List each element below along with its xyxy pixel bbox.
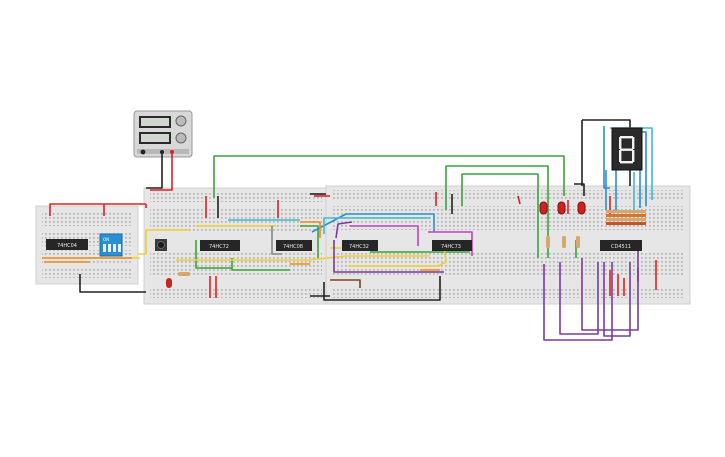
chip-74hc04[interactable]: 74HC04 xyxy=(46,239,88,250)
led-left[interactable] xyxy=(166,278,172,288)
resistor-led-1[interactable] xyxy=(546,236,550,248)
chip-label: 74HC04 xyxy=(57,243,77,249)
led-3[interactable] xyxy=(577,201,586,215)
chip-label: 74HC73 xyxy=(441,244,461,250)
dip-switch-label: ON xyxy=(103,237,109,242)
led-1[interactable] xyxy=(539,201,548,215)
chip-74hc73[interactable]: 74HC73 xyxy=(432,240,472,251)
chip-74hc32[interactable]: 74HC32 xyxy=(342,240,378,251)
dip-switch[interactable]: ON xyxy=(99,233,123,257)
seven-segment-display[interactable] xyxy=(611,127,643,171)
resistor-led-3[interactable] xyxy=(576,236,580,248)
resistor-bank[interactable] xyxy=(606,210,646,225)
power-supply-icon[interactable] xyxy=(133,110,193,158)
chip-74hc08[interactable]: 74HC08 xyxy=(276,240,312,251)
seven-segment-digit xyxy=(619,136,635,164)
chip-label: CD4511 xyxy=(611,244,631,250)
chip-74hc72[interactable]: 74HC72 xyxy=(200,240,240,251)
led-2[interactable] xyxy=(557,201,566,215)
resistor-led-2[interactable] xyxy=(562,236,566,248)
wires[interactable] xyxy=(42,119,657,341)
chip-label: 74HC08 xyxy=(283,244,303,250)
chip-label: 74HC32 xyxy=(349,244,369,250)
resistor-left[interactable] xyxy=(178,272,190,276)
chip-label: 74HC72 xyxy=(209,244,229,250)
pushbutton-icon[interactable] xyxy=(155,239,167,251)
chip-cd4511[interactable]: CD4511 xyxy=(600,240,642,251)
